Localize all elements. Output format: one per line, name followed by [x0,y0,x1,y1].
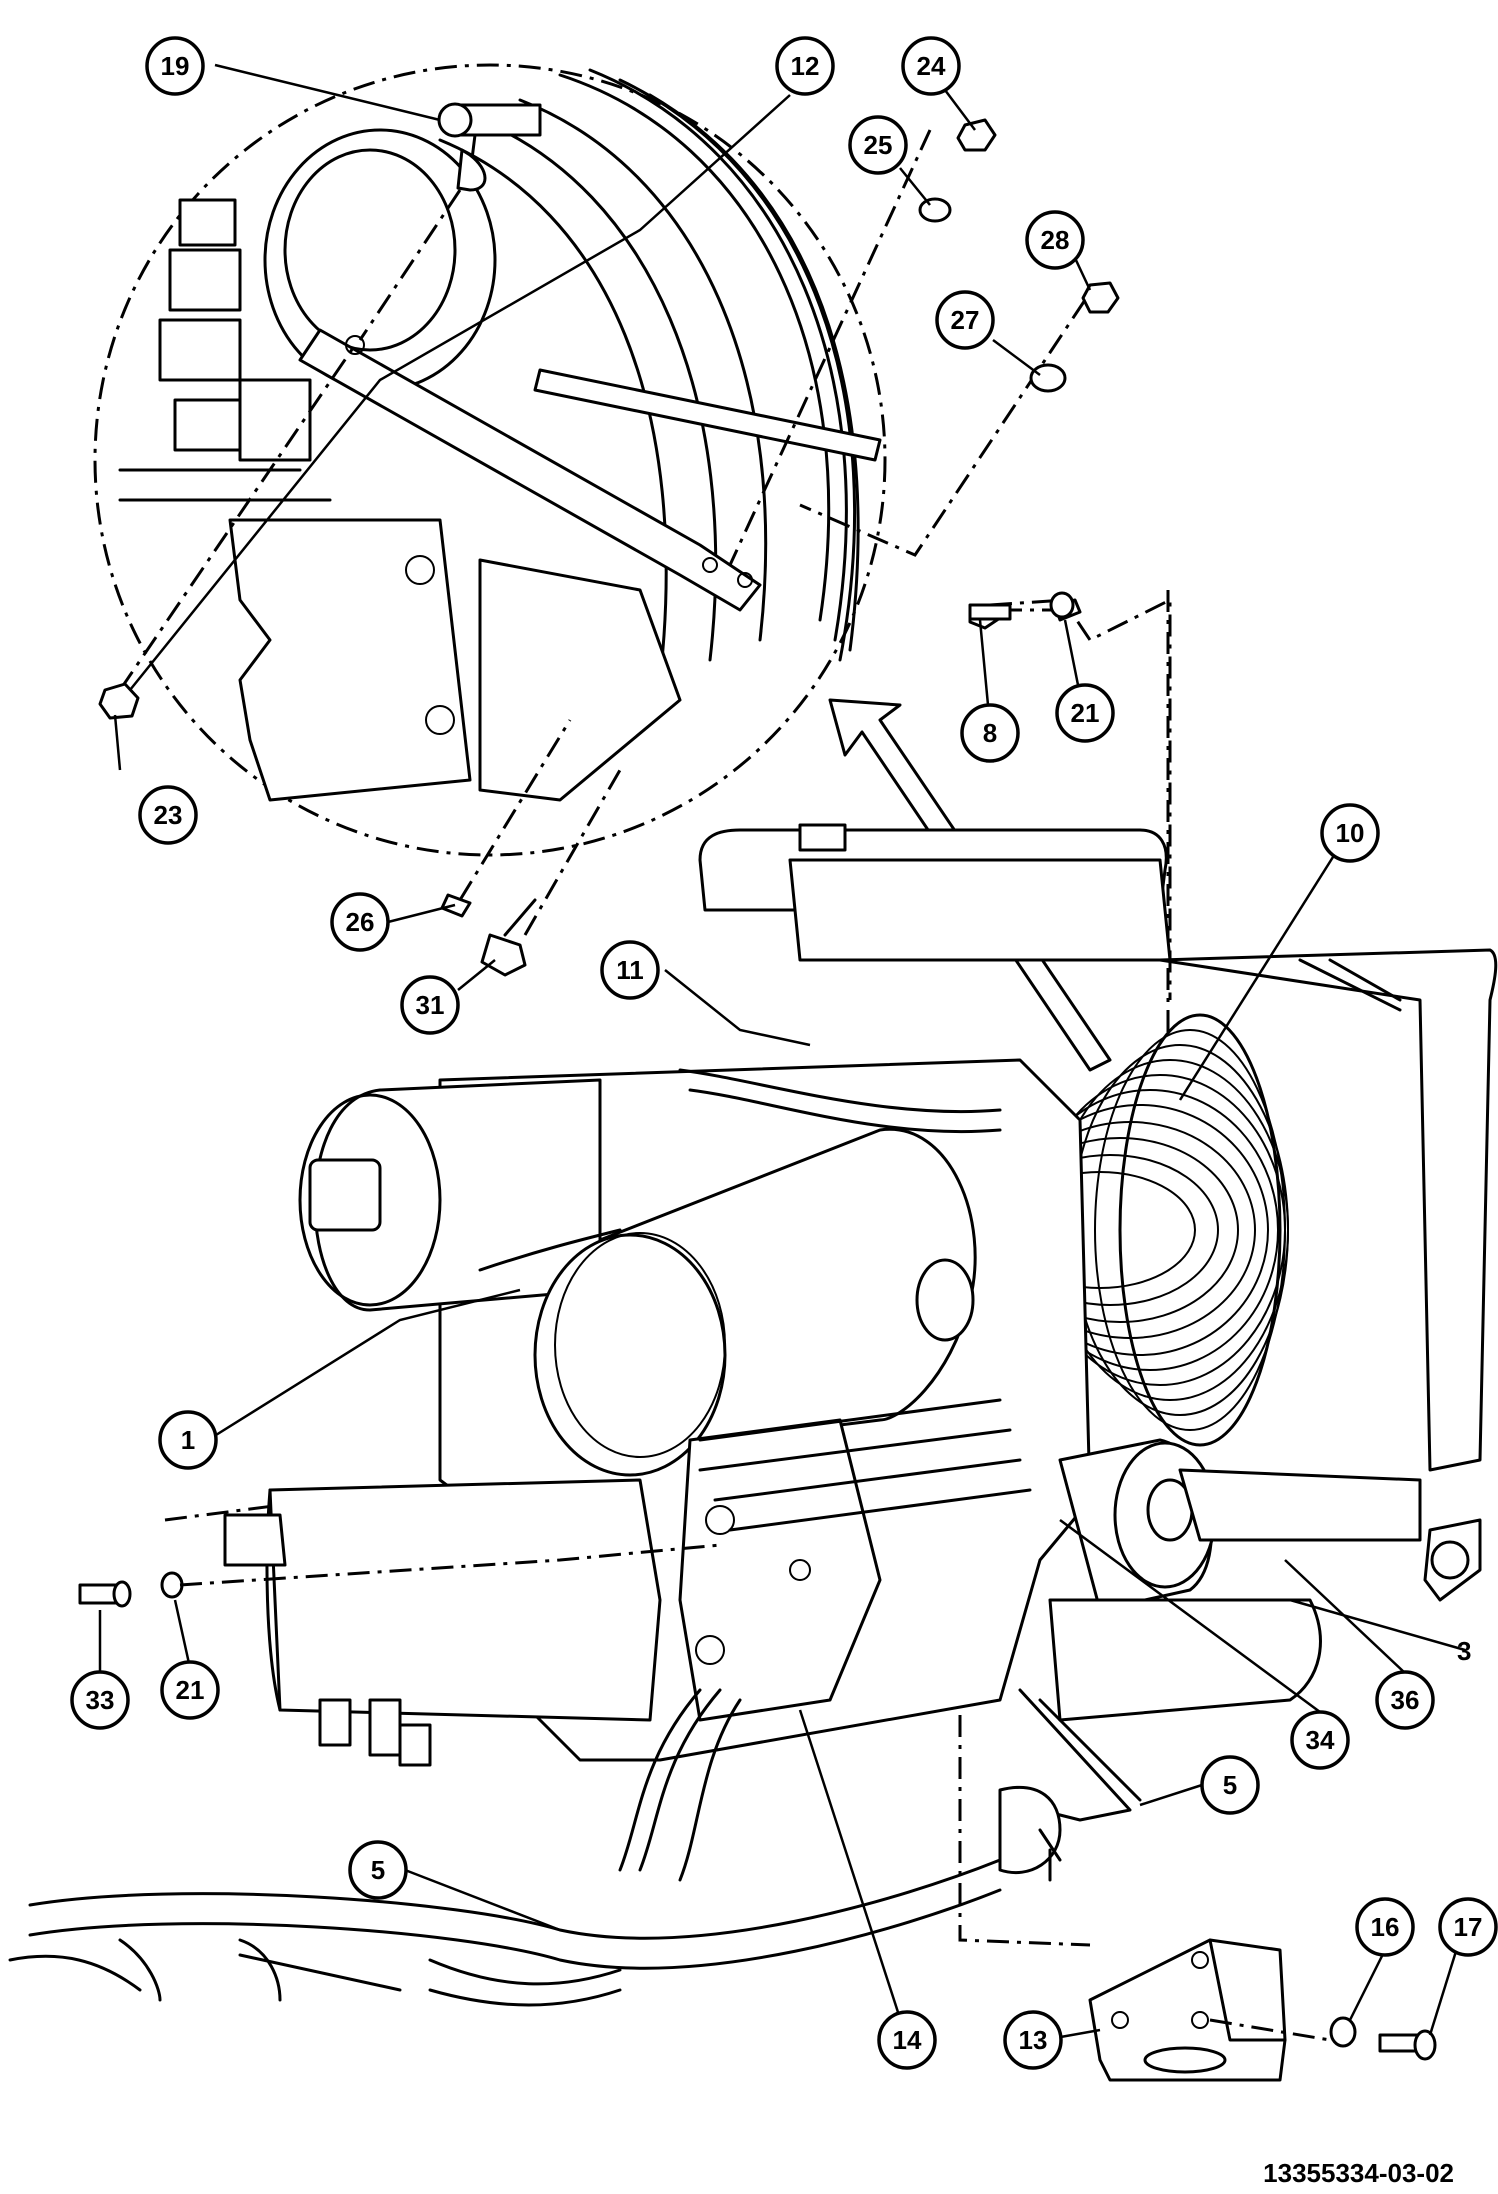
callout-21-left: 21 [160,1660,220,1720]
callout-leaders [98,63,1466,2041]
svg-text:8: 8 [983,718,997,748]
callout-24: 24 [901,36,961,96]
callout-5-right: 5 [1200,1755,1260,1815]
callout-21-top: 21 [1055,683,1115,743]
callout-1: 1 [158,1410,218,1470]
svg-text:21: 21 [1071,698,1100,728]
svg-text:33: 33 [86,1685,115,1715]
callout-26: 26 [330,892,390,952]
svg-text:34: 34 [1306,1725,1335,1755]
svg-text:24: 24 [917,51,946,81]
svg-text:36: 36 [1391,1685,1420,1715]
svg-text:31: 31 [416,990,445,1020]
callout-8: 8 [960,703,1020,763]
callout-28: 28 [1025,210,1085,270]
svg-text:23: 23 [154,800,183,830]
callout-36: 36 [1375,1670,1435,1730]
svg-text:17: 17 [1454,1912,1483,1942]
callout-10: 10 [1320,803,1380,863]
figure-number: 13355334-03-02 [1263,2158,1454,2188]
svg-text:27: 27 [951,305,980,335]
callout-13: 13 [1003,2010,1063,2070]
callout-17: 17 [1438,1897,1498,1957]
callout-16: 16 [1355,1897,1415,1957]
callout-34: 34 [1290,1710,1350,1770]
callout-11: 11 [600,940,660,1000]
svg-text:28: 28 [1041,225,1070,255]
callout-23: 23 [138,785,198,845]
callout-31: 31 [400,975,460,1035]
detail-view-circle [93,63,887,857]
callout-14: 14 [877,2010,937,2070]
callout-25: 25 [848,115,908,175]
svg-text:25: 25 [864,130,893,160]
svg-text:12: 12 [791,51,820,81]
svg-text:1: 1 [181,1425,195,1455]
label-3: 3 [1457,1636,1471,1666]
svg-text:5: 5 [1223,1770,1237,1800]
callout-5-left: 5 [348,1840,408,1900]
svg-text:13: 13 [1019,2025,1048,2055]
svg-text:26: 26 [346,907,375,937]
svg-text:14: 14 [893,2025,922,2055]
svg-text:10: 10 [1336,818,1365,848]
svg-text:16: 16 [1371,1912,1400,1942]
callout-33: 33 [70,1670,130,1730]
callout-27: 27 [935,290,995,350]
svg-text:5: 5 [371,1855,385,1885]
callout-12: 12 [775,36,835,96]
callout-19: 19 [145,36,205,96]
svg-text:19: 19 [161,51,190,81]
svg-text:21: 21 [176,1675,205,1705]
main-assembly [8,591,1498,2082]
svg-text:11: 11 [616,955,644,985]
